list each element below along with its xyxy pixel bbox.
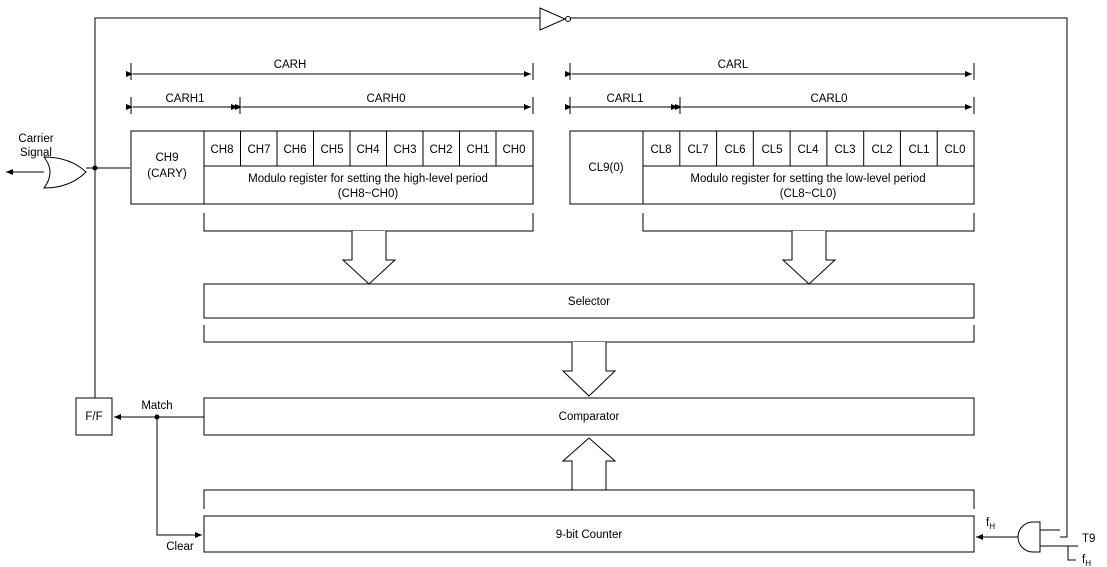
clear-label: Clear [166, 541, 194, 553]
cl-bit: CL7 [687, 144, 708, 156]
selector-block [203, 283, 975, 319]
junction-dot [92, 165, 98, 171]
cl-bit: CL4 [797, 144, 819, 156]
cl-bit: CL5 [761, 144, 782, 156]
counter-label: 9-bit Counter [556, 529, 623, 541]
ch-bus-bracket [203, 213, 534, 232]
ch-desc-line2: (CH8~CH0) [338, 188, 399, 200]
ch9-label: CH9 [155, 152, 178, 164]
ch-modulo-register [203, 130, 534, 205]
ch-bit: CH8 [210, 144, 233, 156]
cl-bus-arrow [781, 231, 837, 285]
comparator-block [203, 397, 975, 436]
carh1-label: CARH1 [166, 93, 205, 105]
ch-bit: CH2 [429, 144, 452, 156]
ch-bit: CH4 [356, 144, 380, 156]
carh-label: CARH [274, 59, 307, 71]
feedback-wire-right [570, 17, 1068, 538]
clear-line [156, 417, 202, 538]
ch-bit: CH3 [393, 144, 416, 156]
cl-bit: CL3 [834, 144, 855, 156]
counter-out-bracket [203, 489, 975, 509]
ch-bit: CH7 [247, 144, 270, 156]
cl-bus-bracket [642, 213, 975, 232]
cl9-label: CL9(0) [588, 162, 623, 174]
flip-flop-label: F/F [85, 411, 102, 423]
cl-bit: CL2 [871, 144, 892, 156]
and-gate-icon [1017, 521, 1041, 553]
flip-flop-block [75, 397, 113, 436]
ch-bit: CH5 [320, 144, 343, 156]
carrier-label-line1: Carrier [18, 133, 53, 145]
carl-register: CL9(0) CL8 CL7 CL6 CL5 CL4 CL3 CL2 CL1 C… [569, 130, 975, 205]
ch-bit: CH0 [502, 144, 525, 156]
cl-bit: CL0 [944, 144, 965, 156]
counter-up-arrow [561, 437, 617, 491]
carl0-label: CARL0 [810, 93, 847, 105]
cl9-cell [569, 130, 644, 205]
inverter-buffer-icon [539, 7, 571, 31]
carl1-label: CARL1 [606, 93, 643, 105]
ch-bit: CH6 [283, 144, 306, 156]
cl-modulo-register [642, 130, 975, 205]
fh-label: fH [986, 517, 995, 531]
cary-label: (CARY) [147, 168, 187, 180]
selector-out-arrow [561, 342, 617, 397]
cl-bit: CL6 [724, 144, 745, 156]
carh-register: CH9 (CARY) CH8 CH7 CH6 CH5 CH4 CH3 CH2 C… [130, 130, 534, 205]
fh-bottom-line [1067, 546, 1076, 561]
comparator-label: Comparator [559, 411, 620, 423]
carrier-label-line2: Signal [20, 147, 52, 159]
feedback-wire [94, 17, 540, 410]
t9-label: T9 [1082, 533, 1095, 545]
or-gate-icon [42, 156, 87, 189]
ch9-cell [130, 130, 205, 205]
selector-label: Selector [568, 296, 610, 308]
match-label: Match [141, 400, 172, 412]
carl-label: CARL [718, 59, 749, 71]
ch-desc-line1: Modulo register for setting the high-lev… [248, 173, 488, 185]
cl-desc-line2: (CL8~CL0) [780, 188, 837, 200]
cl-desc-line1: Modulo register for setting the low-leve… [690, 173, 925, 185]
carh0-label: CARH0 [367, 93, 406, 105]
fh-bottom-label: fH [1082, 554, 1091, 567]
ch-bus-arrow [341, 231, 397, 285]
selector-out-bracket [203, 325, 975, 343]
ch-bit: CH1 [466, 144, 489, 156]
cl-bit: CL8 [650, 144, 671, 156]
cl-bit: CL1 [908, 144, 929, 156]
counter-block [203, 515, 975, 553]
